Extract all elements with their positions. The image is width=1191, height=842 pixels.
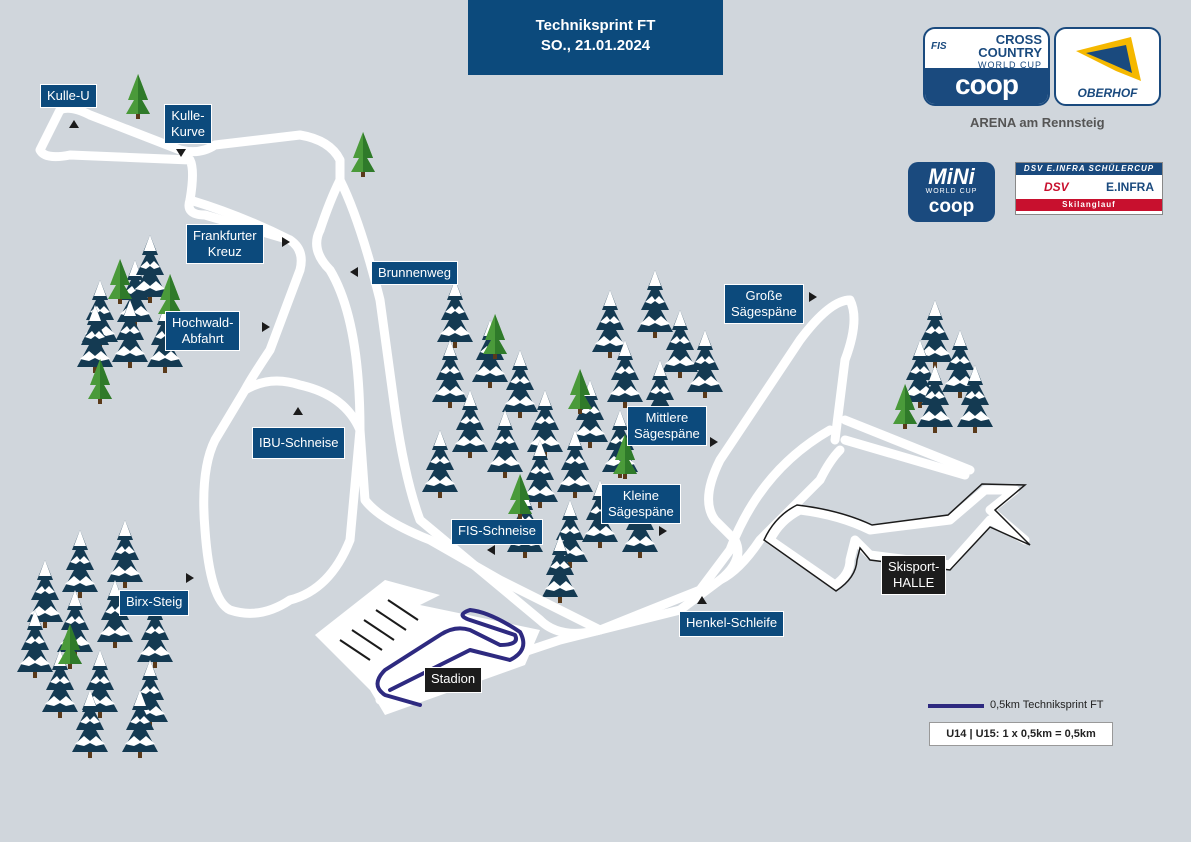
label-ibu-schneise: IBU-Schneise — [252, 427, 346, 459]
label-frankfurter-kreuz: Frankfurter Kreuz — [186, 224, 264, 264]
oberhof-logo: OBERHOF — [1054, 27, 1161, 106]
dsv-schuelercup-logo: DSV E.INFRA SCHÜLERCUP DSV E.INFRA Skila… — [1015, 162, 1163, 215]
arrow-right-icon — [186, 573, 194, 583]
arrow-down-icon — [176, 149, 186, 157]
label-brunnenweg: Brunnenweg — [371, 261, 458, 285]
oberhof-emblem-icon — [1076, 37, 1141, 81]
event-title-box: Techniksprint FT SO., 21.01.2024 — [468, 0, 723, 75]
arrow-right-icon — [710, 437, 718, 447]
label-skisport-halle: Skisport- HALLE — [881, 555, 947, 595]
fis-coop-logo: FIS CROSS COUNTRY WORLD CUP coop — [923, 27, 1050, 106]
ski-hall-outline — [763, 483, 1031, 592]
label-kulle-u: Kulle-U — [40, 84, 97, 108]
oberhof-text: OBERHOF — [1077, 86, 1138, 100]
stadium-area — [315, 580, 540, 715]
mini-word: MiNi — [928, 164, 975, 189]
fis-line1: CROSS — [995, 32, 1042, 47]
forest-bottom-left — [17, 520, 173, 758]
event-title: Techniksprint FT — [535, 17, 656, 34]
mini-worldcup-text: WORLD CUP — [925, 188, 978, 195]
dsv-top-text: DSV E.INFRA SCHÜLERCUP — [1016, 163, 1162, 175]
label-kleine-saegespaene: Kleine Sägespäne — [601, 484, 681, 524]
arrow-up-icon — [697, 596, 707, 604]
legend-category-box: U14 | U15: 1 x 0,5km = 0,5km — [929, 722, 1113, 746]
label-kulle-kurve: Kulle- Kurve — [164, 104, 212, 144]
coop-wordmark: coop — [925, 68, 1048, 104]
legend-line-swatch — [928, 704, 984, 708]
label-grosse-saegespaene: Große Sägespäne — [724, 284, 804, 324]
dsv-name: DSV — [1044, 180, 1069, 194]
ski-hall — [765, 485, 1030, 590]
mini-coop-text: coop — [928, 196, 975, 217]
forest-right — [893, 300, 993, 433]
event-date: SO., 21.01.2024 — [540, 37, 651, 54]
arrow-right-icon — [262, 322, 270, 332]
label-birx-steig: Birx-Steig — [119, 590, 190, 616]
fis-mark: FIS — [931, 41, 947, 52]
dsv-einfra: E.INFRA — [1106, 180, 1154, 194]
label-fis-schneise: FIS-Schneise — [451, 519, 544, 545]
label-hochwald-abfahrt: Hochwald- Abfahrt — [165, 311, 241, 351]
label-stadion: Stadion — [424, 667, 483, 693]
dsv-bottom-text: Skilanglauf — [1016, 199, 1162, 211]
arrow-left-icon — [487, 545, 495, 555]
arena-caption: ARENA am Rennsteig — [970, 115, 1105, 130]
sprint-course-line — [375, 608, 526, 707]
label-henkel-schleife: Henkel-Schleife — [679, 611, 785, 637]
trail-network — [35, 103, 975, 705]
label-mittlere-saegespaene: Mittlere Sägespäne — [627, 406, 707, 446]
mini-worldcup-logo: MiNi WORLD CUP coop — [908, 162, 995, 222]
fis-line3: WORLD CUP — [977, 60, 1042, 70]
fis-line2: COUNTRY — [978, 45, 1042, 60]
arrow-right-icon — [659, 526, 667, 536]
arrow-right-icon — [282, 237, 290, 247]
arrow-up-icon — [69, 120, 79, 128]
legend-line-label: 0,5km Techniksprint FT — [990, 699, 1104, 711]
arrow-right-icon — [809, 292, 817, 302]
arrow-left-icon — [350, 267, 358, 277]
arrow-up-icon — [293, 407, 303, 415]
